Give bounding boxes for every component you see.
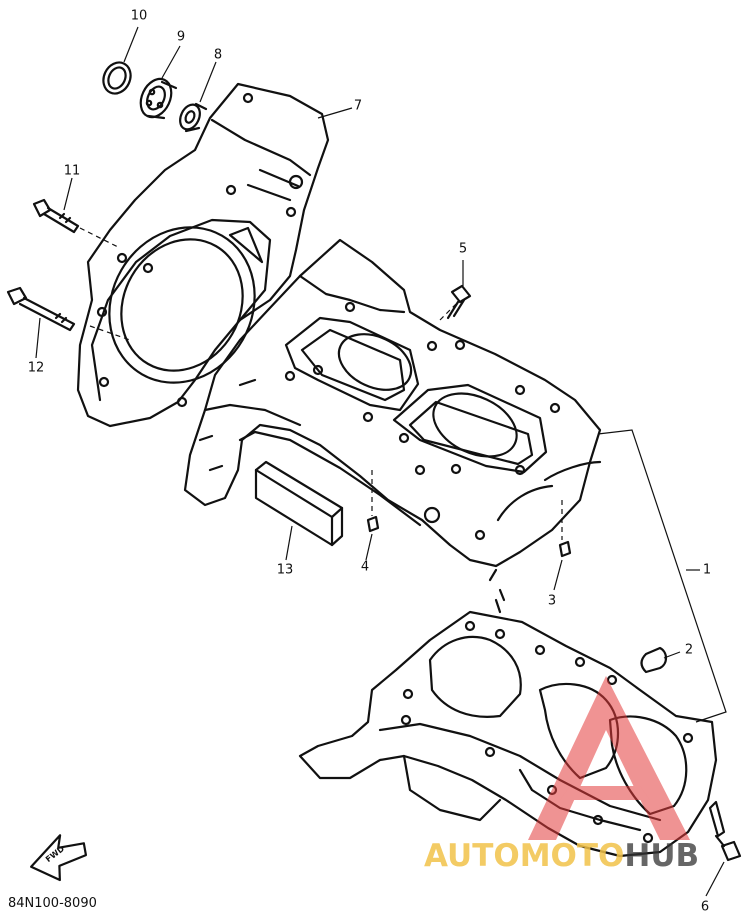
- part-8-collar: [179, 102, 208, 133]
- leader-line-11: [63, 177, 73, 211]
- callout-12: 12: [27, 360, 45, 376]
- callout-7: 7: [353, 98, 363, 114]
- part-3-dowel: [558, 540, 572, 558]
- part-4-dowel: [366, 515, 380, 533]
- part-12-bolt: [6, 286, 76, 332]
- part-13-block: [254, 460, 344, 547]
- callout-1: 1: [702, 562, 712, 578]
- leader-line-13: [285, 525, 293, 561]
- leader-line-9: [161, 45, 181, 79]
- assembly-line-dowels: [371, 470, 563, 540]
- part-7-crankcase-cover: [76, 82, 330, 428]
- leader-line-10: [123, 26, 139, 63]
- part-5-bolt: [446, 284, 472, 320]
- callout-5: 5: [458, 241, 468, 257]
- callout-2: 2: [684, 642, 694, 658]
- leader-line-7: [317, 107, 353, 119]
- leader-line-8: [199, 61, 217, 103]
- watermark-text: AUTOMOTOHUB: [424, 838, 699, 874]
- part-code: 84N100-8090: [8, 896, 97, 911]
- leader-line-4: [365, 533, 373, 561]
- bracket-1: [597, 429, 727, 723]
- part-9-bearing: [139, 77, 178, 120]
- callout-11: 11: [63, 163, 81, 179]
- leader-line-3: [553, 559, 563, 591]
- leader-line-12: [35, 317, 41, 359]
- callout-10: 10: [130, 8, 148, 24]
- assembly-line-upper: [79, 227, 457, 341]
- leader-line-6: [705, 861, 725, 897]
- part-2-plug: [640, 646, 668, 674]
- watermark-part1: AUTOMOTO: [424, 838, 625, 874]
- part-10-oil-seal: [102, 61, 132, 95]
- part-6-bolt: [708, 800, 742, 862]
- part-11-bolt: [32, 198, 80, 234]
- lower-crankcase: [298, 568, 718, 858]
- watermark-logo-icon: [528, 676, 690, 840]
- callout-3: 3: [547, 593, 557, 609]
- callout-13: 13: [276, 562, 294, 578]
- forward-arrow-icon: [30, 834, 88, 882]
- callout-6: 6: [700, 899, 710, 915]
- leader-line-2: [663, 651, 681, 659]
- watermark-part2: HUB: [624, 838, 700, 874]
- callout-4: 4: [360, 559, 370, 575]
- callout-8: 8: [213, 47, 223, 63]
- upper-crankcase: [183, 238, 602, 568]
- callout-9: 9: [176, 29, 186, 45]
